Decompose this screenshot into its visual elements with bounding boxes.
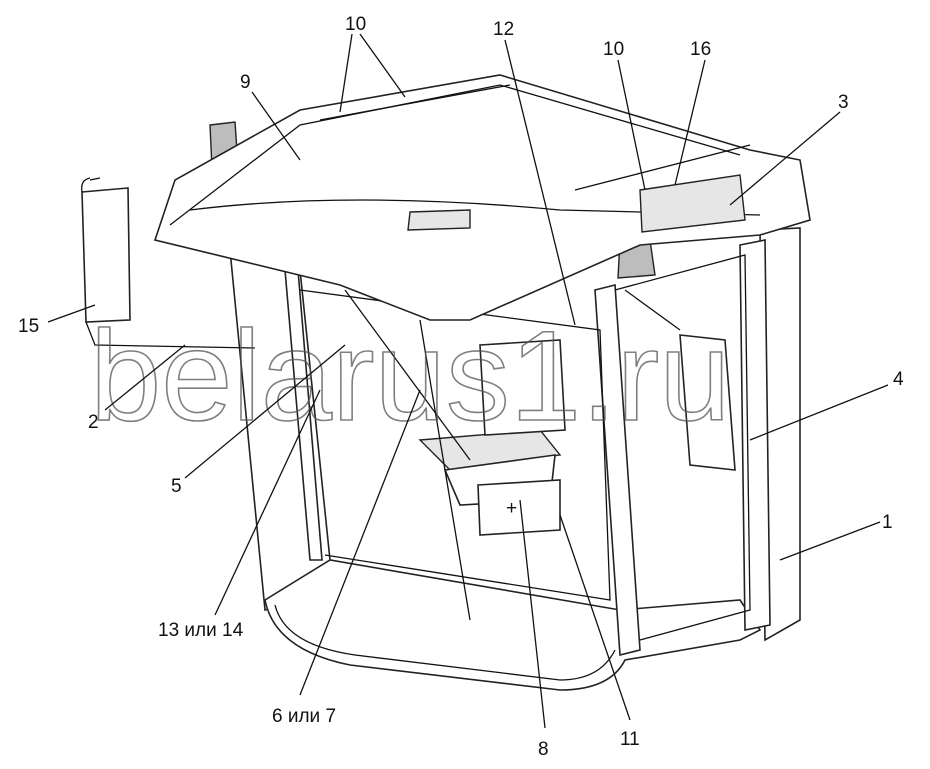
callout-16: 16 — [690, 39, 711, 60]
callout-8: 8 — [538, 739, 549, 760]
callout-10: 10 — [603, 39, 624, 60]
callout-6-or-7: 6 или 7 — [272, 706, 336, 727]
callout-9: 9 — [240, 72, 251, 93]
callout-11: 11 — [620, 729, 640, 750]
callout-13-or-14: 13 или 14 — [158, 620, 244, 641]
callout-4: 4 — [893, 369, 904, 390]
cab-body: + — [81, 74, 811, 691]
leader-lines — [47, 33, 889, 729]
callout-5: 5 — [171, 476, 182, 497]
callout-12: 12 — [493, 19, 514, 40]
callout-1: 1 — [882, 512, 893, 533]
callout-3: 3 — [838, 92, 849, 113]
callout-15: 15 — [18, 316, 39, 337]
watermark: belarus1.ru — [90, 305, 730, 448]
callout-2: 2 — [88, 412, 99, 433]
first-aid-cross-icon: + — [506, 498, 517, 519]
callout-labels: 10 12 10 16 9 3 15 2 4 5 1 13 или 14 6 и… — [18, 14, 904, 760]
callout-10: 10 — [345, 14, 366, 35]
